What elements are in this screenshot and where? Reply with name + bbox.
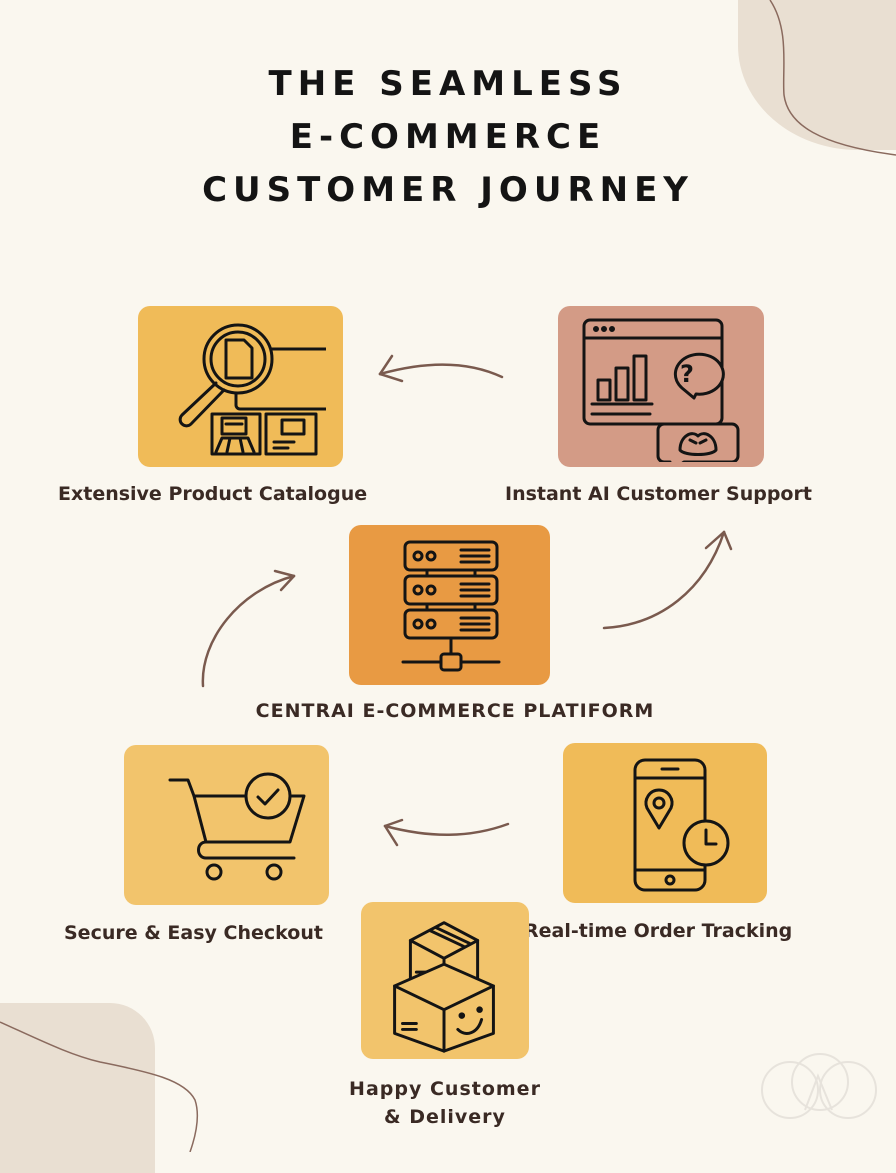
label-product-catalogue: Extensive Product Catalogue xyxy=(58,483,368,505)
title-line-3: CUSTOMER JOURNEY xyxy=(202,170,694,210)
title-line-1: THE SEAMLESS xyxy=(268,64,628,104)
card-ai-support: ? xyxy=(558,306,764,467)
smiling-boxes-icon xyxy=(393,920,495,1053)
arrow-support-to-catalogue xyxy=(378,354,504,383)
label-happy-delivery-line-1: Happy Customer xyxy=(349,1078,541,1100)
page-title: THE SEAMLESS E-COMMERCE CUSTOMER JOURNEY xyxy=(0,58,896,217)
label-central-platform: CENTRAI E-COMMERCE PLATIFORM xyxy=(255,700,655,722)
cart-check-icon xyxy=(168,772,305,881)
card-central-platform xyxy=(349,525,550,685)
label-order-tracking: Real-time Order Tracking xyxy=(524,920,793,942)
card-order-tracking xyxy=(563,743,767,903)
label-happy-delivery-line-2: & Delivery xyxy=(384,1106,506,1128)
label-happy-delivery: Happy Customer & Delivery xyxy=(345,1075,545,1131)
label-ai-support: Instant AI Customer Support xyxy=(505,483,812,505)
phone-location-clock-icon xyxy=(633,758,730,892)
watermark-logo-icon xyxy=(761,1053,877,1119)
card-checkout xyxy=(124,745,329,905)
title-line-2: E-COMMERCE xyxy=(289,117,607,157)
arrow-checkout-to-platform xyxy=(201,569,296,688)
label-checkout: Secure & Easy Checkout xyxy=(64,922,323,944)
card-product-catalogue xyxy=(138,306,343,467)
card-happy-delivery xyxy=(361,902,529,1059)
server-network-icon xyxy=(401,540,500,672)
arrow-tracking-to-checkout xyxy=(383,818,510,847)
decorative-blob-bottom-left xyxy=(0,1003,155,1173)
svg-text:?: ? xyxy=(680,360,694,388)
magnifier-catalogue-icon xyxy=(178,323,326,455)
arrow-platform-to-support xyxy=(602,530,733,630)
ai-chat-support-icon: ? xyxy=(582,318,740,462)
